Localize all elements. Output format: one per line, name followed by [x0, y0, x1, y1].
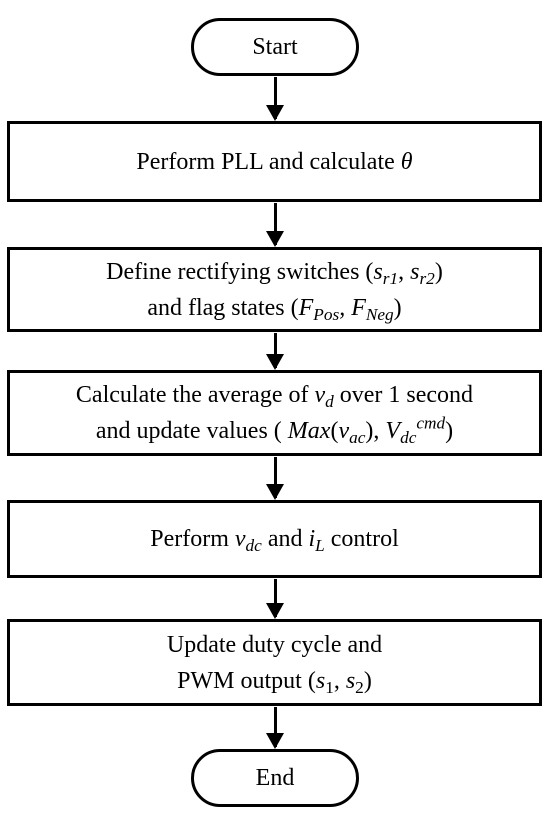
arrow-step4-to-step5 [266, 579, 284, 619]
max-function: Max [287, 418, 331, 444]
step4-text: Perform [150, 526, 235, 552]
cmd-superscript: cmd [416, 413, 446, 433]
open-paren: ( [330, 418, 339, 444]
dc-subscript: dc [245, 536, 262, 556]
s-symbol: s [410, 258, 420, 285]
step-perform-pll: Perform PLL and calculate θ [7, 121, 542, 202]
theta-symbol: θ [400, 148, 413, 175]
s-symbol: s [373, 258, 383, 285]
one-subscript: 1 [325, 677, 334, 697]
and-text: and [261, 526, 309, 552]
separator: , [398, 258, 411, 285]
step3-line1-tail: over 1 second [333, 382, 474, 408]
step1-line: Perform PLL and calculate θ [136, 144, 412, 180]
step-perform-control: Perform vdc and iL control [7, 500, 542, 578]
step-calculate-average: Calculate the average of vd over 1 secon… [7, 370, 542, 456]
step2-line2-text: and flag states ( [147, 294, 299, 321]
V-symbol: V [385, 418, 401, 444]
step-update-duty-cycle: Update duty cycle and PWM output (s1, s2… [7, 619, 542, 706]
step3-line1: Calculate the average of vd over 1 secon… [76, 377, 473, 413]
end-label: End [255, 764, 295, 791]
arrow-step1-to-step2 [266, 203, 284, 247]
step2-line1-text: Define rectifying switches ( [106, 258, 374, 285]
v-symbol: v [234, 526, 246, 552]
separator: , [333, 667, 346, 694]
s-symbol: s [345, 667, 356, 694]
close-paren: ) [434, 258, 443, 285]
neg-subscript: Neg [365, 304, 394, 324]
close-paren: ) [363, 667, 372, 694]
close-paren: ), [365, 418, 386, 444]
start-label: Start [252, 33, 298, 60]
step5-line2-text: PWM output ( [177, 667, 316, 694]
F-symbol: F [298, 294, 314, 321]
L-subscript: L [315, 536, 325, 556]
start-terminal: Start [191, 18, 359, 76]
close-paren: ) [393, 294, 402, 321]
two-subscript: 2 [355, 677, 364, 697]
close-paren: ) [445, 418, 454, 444]
arrow-step3-to-step4 [266, 457, 284, 500]
step3-line2-text: and update values ( [95, 418, 288, 444]
i-symbol: i [308, 526, 316, 552]
step4-line: Perform vdc and iL control [150, 521, 399, 557]
step3-line2: and update values ( Max(vac), Vdccmd) [96, 413, 453, 449]
arrow-start-to-step1 [266, 77, 284, 121]
s-symbol: s [315, 667, 326, 694]
d-subscript: d [325, 392, 334, 412]
step5-line1: Update duty cycle and [166, 631, 383, 658]
step2-line1: Define rectifying switches (sr1, sr2) [106, 254, 443, 290]
arrow-step5-to-end [266, 707, 284, 749]
step5-line2: PWM output (s1, s2) [177, 663, 372, 699]
arrow-step2-to-step3 [266, 333, 284, 370]
pos-subscript: Pos [313, 304, 340, 324]
v-symbol: v [314, 382, 326, 408]
step3-line1-text: Calculate the average of [75, 382, 315, 408]
v-symbol: v [338, 418, 350, 444]
step1-text: Perform PLL and calculate [136, 148, 401, 175]
r2-subscript: r2 [419, 268, 435, 288]
step2-line2: and flag states (FPos, FNeg) [147, 290, 401, 326]
step4-tail: control [324, 526, 399, 552]
separator: , [339, 294, 352, 321]
end-terminal: End [191, 749, 359, 807]
step-define-switches: Define rectifying switches (sr1, sr2) an… [7, 247, 542, 332]
F-symbol: F [351, 294, 366, 321]
dc-subscript: dc [400, 428, 417, 448]
r1-subscript: r1 [382, 268, 399, 288]
ac-subscript: ac [349, 428, 366, 448]
